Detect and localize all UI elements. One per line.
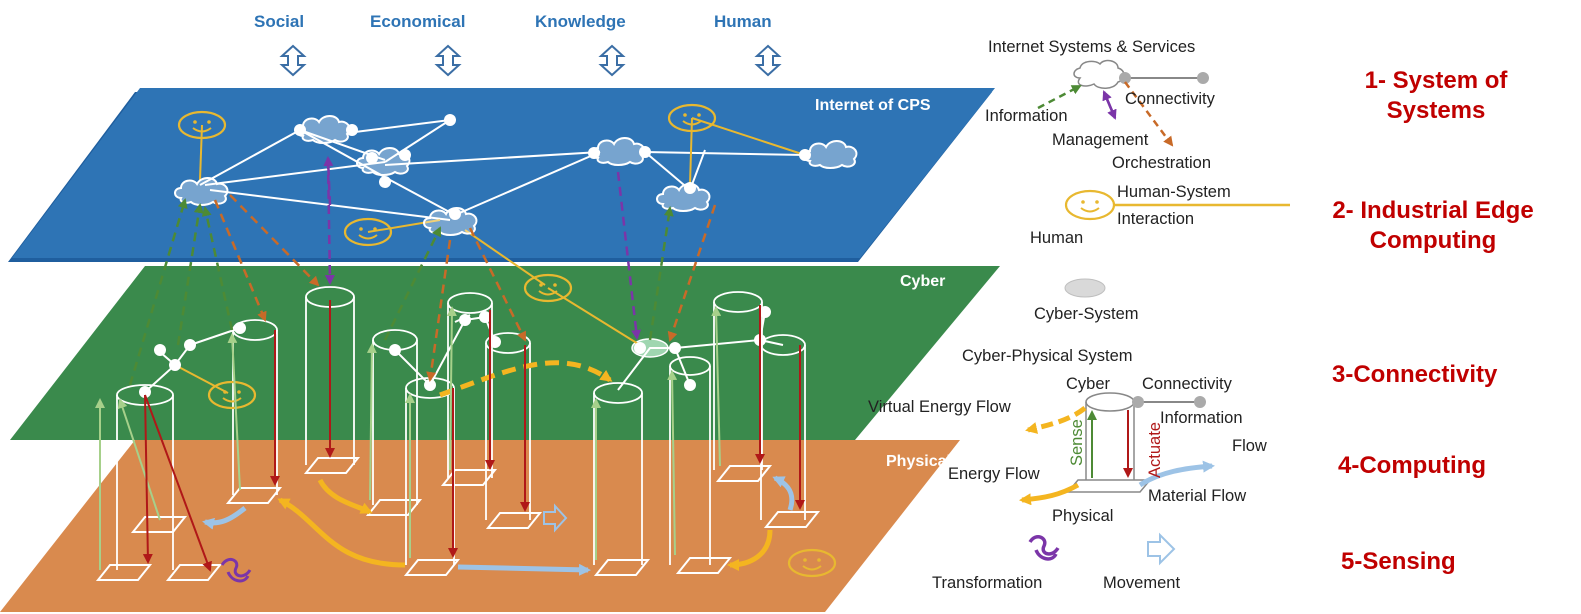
cyber-network [139,273,784,410]
legend-movement: Movement [1103,574,1181,592]
legend-virtual-energy: Virtual Energy Flow [868,398,1011,416]
legend-cyber-system: Cyber-System [1034,305,1139,323]
movement-icon [543,503,568,533]
legend-connectivity: Connectivity [1125,90,1215,108]
legend-transformation: Transformation [932,574,1043,592]
knowledge-updown-icon [600,45,624,76]
cross-plane-arrows [128,156,717,386]
level-2-label: 2- Industrial Edge Computing [1332,197,1534,254]
label-human: Human [714,12,772,31]
legend-material-flow: Material Flow [1148,487,1247,505]
legend-graphics [1019,59,1290,566]
transformation-legend-icon [1028,535,1060,561]
physical-plane-label: Physical [886,453,951,470]
movement-legend-icon [1147,532,1176,566]
legend-management: Management [1052,131,1149,149]
legend-cps: Cyber-Physical System [962,347,1133,365]
legend-connectivity-2: Connectivity [1142,375,1232,393]
legend-physical: Physical [1052,507,1114,525]
level-3-label: 3-Connectivity [1332,361,1498,388]
level-1-label: 1- System of Systems [1364,67,1508,124]
sense-actuate-arrows [95,300,805,572]
label-economical: Economical [370,12,466,31]
legend-flow: Flow [1232,437,1267,455]
legend-information-2: Information [1160,409,1243,427]
economical-updown-icon [436,45,460,76]
cyber-plane-label: Cyber [900,273,946,290]
legend-hsi-1: Human-System [1117,183,1231,201]
human-updown-icon [756,45,780,76]
legend-sense: Sense [1068,419,1086,466]
legend-energy-flow: Energy Flow [948,465,1040,483]
physical-flows [202,475,837,583]
cloud-icon [1073,59,1125,89]
human-legend-icon [1064,189,1116,221]
legend-information: Information [985,107,1068,125]
level-4-label: 4-Computing [1338,452,1486,479]
level-5-label: 5-Sensing [1341,548,1456,575]
cps-legend-icon [1019,392,1215,506]
physical-places [95,457,821,581]
transformation-icon [220,557,252,583]
legend-orchestration: Orchestration [1112,154,1212,172]
social-updown-icon [281,45,305,76]
legend-human: Human [1030,229,1084,247]
legend-hsi-2: Interaction [1117,210,1195,228]
legend-iss: Internet Systems & Services [988,38,1196,56]
label-knowledge: Knowledge [535,12,626,31]
cyber-system-icon [1064,278,1106,298]
label-social: Social [254,12,305,31]
internet-plane-label: Internet of CPS [815,97,931,114]
legend-actuate: Actuate [1146,422,1164,478]
physical-plane [0,440,960,612]
legend-cyber: Cyber [1066,375,1111,393]
cyber-cylinders [116,286,806,570]
internet-network [174,103,858,286]
